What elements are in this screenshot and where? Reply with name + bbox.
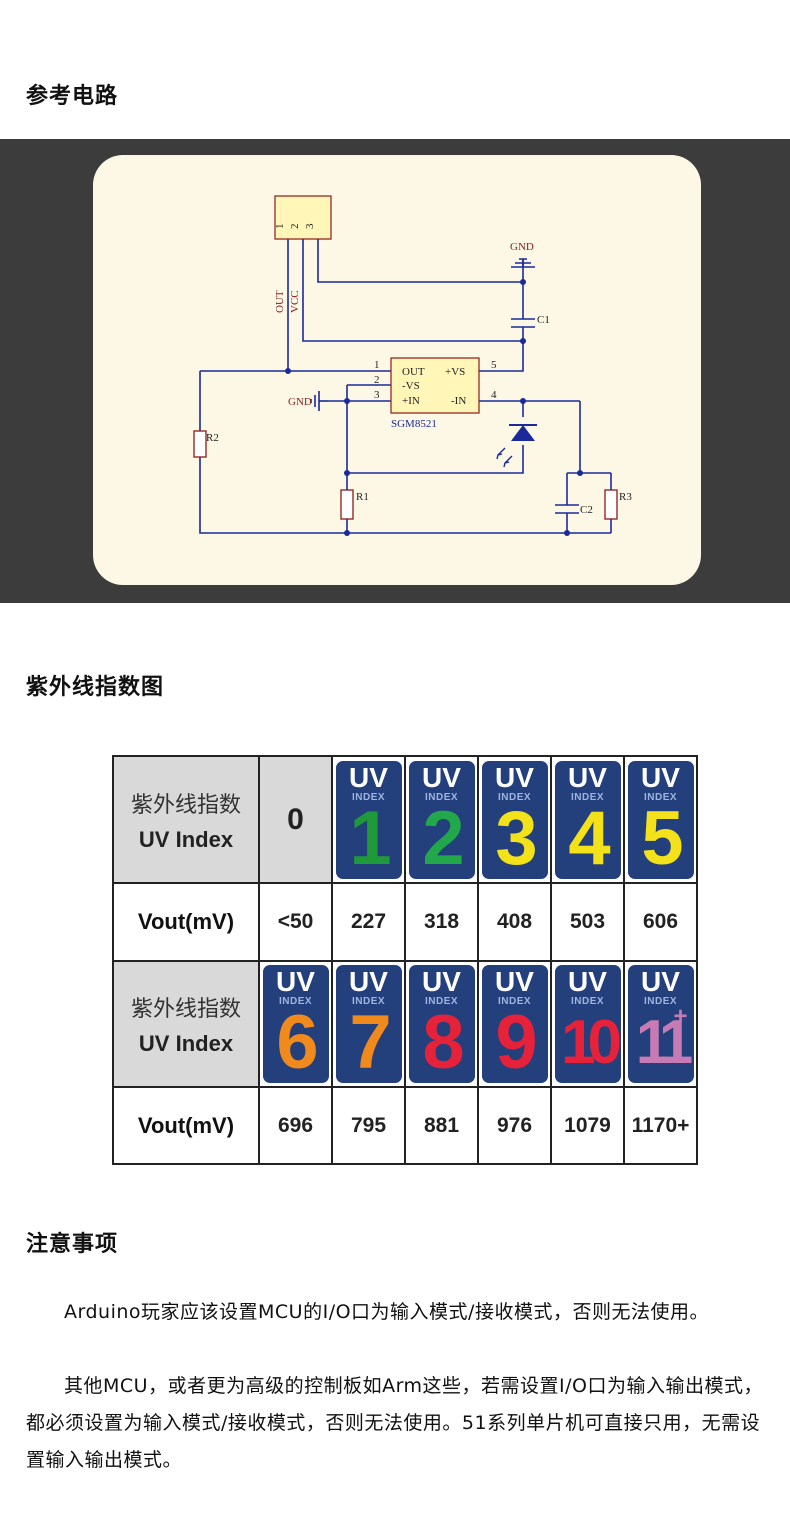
connector-pin-1: 1 — [274, 224, 286, 230]
uv-badge-number: 1 — [349, 795, 391, 879]
uv-zero-cell: 0 — [258, 755, 333, 884]
vout-value: <50 — [258, 882, 333, 962]
ic-name-label: SGM8521 — [391, 418, 437, 430]
uv-badge-number: 6 — [276, 1000, 318, 1083]
ic-pin-number-2: 2 — [374, 374, 380, 386]
vout-value: 408 — [477, 882, 552, 962]
uv-badge-number: 10 — [561, 1008, 620, 1077]
net-out-label: OUT — [274, 290, 286, 313]
section-title-circuit: 参考电路 — [26, 84, 119, 109]
ic-pin-vs-neg: -VS — [402, 380, 420, 392]
uv-badge-number: 8 — [422, 1000, 464, 1083]
c1-label: C1 — [537, 314, 550, 326]
vout-value: 1170+ — [623, 1086, 698, 1165]
r1-label: R1 — [356, 491, 369, 503]
index-label-en: UV Index — [138, 826, 234, 852]
vout-value: 696 — [258, 1086, 333, 1165]
r3-label: R3 — [619, 491, 632, 503]
uv-badge-number: 3 — [495, 795, 537, 879]
section-title-uv: 紫外线指数图 — [26, 675, 165, 700]
vout-value: 227 — [331, 882, 406, 962]
vout-value: 976 — [477, 1086, 552, 1165]
gnd-top-label: GND — [510, 241, 534, 253]
index-label-cn: 紫外线指数 — [130, 791, 241, 817]
vout-value: 318 — [404, 882, 479, 962]
table-row: Vout(mV) 696 795 881 976 1079 1170+ — [112, 1086, 698, 1165]
ic-pin-in-pos: +IN — [402, 395, 420, 407]
note-paragraph-1: Arduino玩家应该设置MCU的I/O口为输入模式/接收模式，否则无法使用。 — [64, 1301, 709, 1323]
index-label-cn: 紫外线指数 — [130, 996, 241, 1021]
connector-pin-3: 3 — [304, 223, 316, 229]
uv-badge-number: 5 — [641, 795, 683, 879]
note-paragraph-2: 其他MCU，或者更为高级的控制板如Arm这些，若需设置I/O口为输入输出模式，都… — [26, 1375, 764, 1471]
uv-badge-number: 9 — [495, 1000, 537, 1083]
ic-pin-number-4: 4 — [491, 389, 497, 401]
ic-pin-in-neg: -IN — [451, 395, 466, 407]
uv-badge-number: 2 — [422, 795, 464, 879]
section-title-notes: 注意事项 — [26, 1232, 119, 1257]
vout-label: Vout(mV) — [112, 1086, 260, 1165]
vout-value: 795 — [331, 1086, 406, 1165]
vout-value: 503 — [550, 882, 625, 962]
vout-label: Vout(mV) — [112, 882, 260, 962]
vout-value: 606 — [623, 882, 698, 962]
index-label-cell: 紫外线指数 UV Index — [112, 755, 260, 884]
table-row: Vout(mV) <50 227 318 408 503 606 — [112, 882, 698, 962]
schematic-diagram: 1 2 3 OUT VCC GND GND C1 C2 R1 R2 R3 SGM… — [193, 195, 632, 536]
ic-pin-vs-pos: +VS — [445, 366, 465, 378]
vout-value: 881 — [404, 1086, 479, 1165]
index-label-en: UV Index — [138, 1031, 234, 1056]
uv-badge-number: 4 — [568, 795, 610, 879]
ic-pin-number-1: 1 — [374, 359, 380, 371]
uv-badge-number: 7 — [349, 1000, 391, 1083]
ic-pin-out: OUT — [402, 366, 425, 378]
vout-value: 1079 — [550, 1086, 625, 1165]
c2-label: C2 — [580, 504, 593, 516]
gnd-left-label: GND — [288, 396, 312, 408]
uv-badge-number: 11 — [635, 1008, 694, 1077]
schematic-card: 1 2 3 OUT VCC GND GND C1 C2 R1 R2 R3 SGM… — [93, 155, 701, 585]
uv-badge-plus: + — [673, 1003, 688, 1030]
ic-pin-number-5: 5 — [491, 359, 497, 371]
net-vcc-label: VCC — [289, 290, 301, 313]
connector-pin-2: 2 — [289, 224, 301, 230]
ic-pin-number-3: 3 — [374, 389, 380, 401]
r2-label: R2 — [206, 432, 219, 444]
index-label-cell: 紫外线指数 UV Index — [112, 960, 260, 1088]
